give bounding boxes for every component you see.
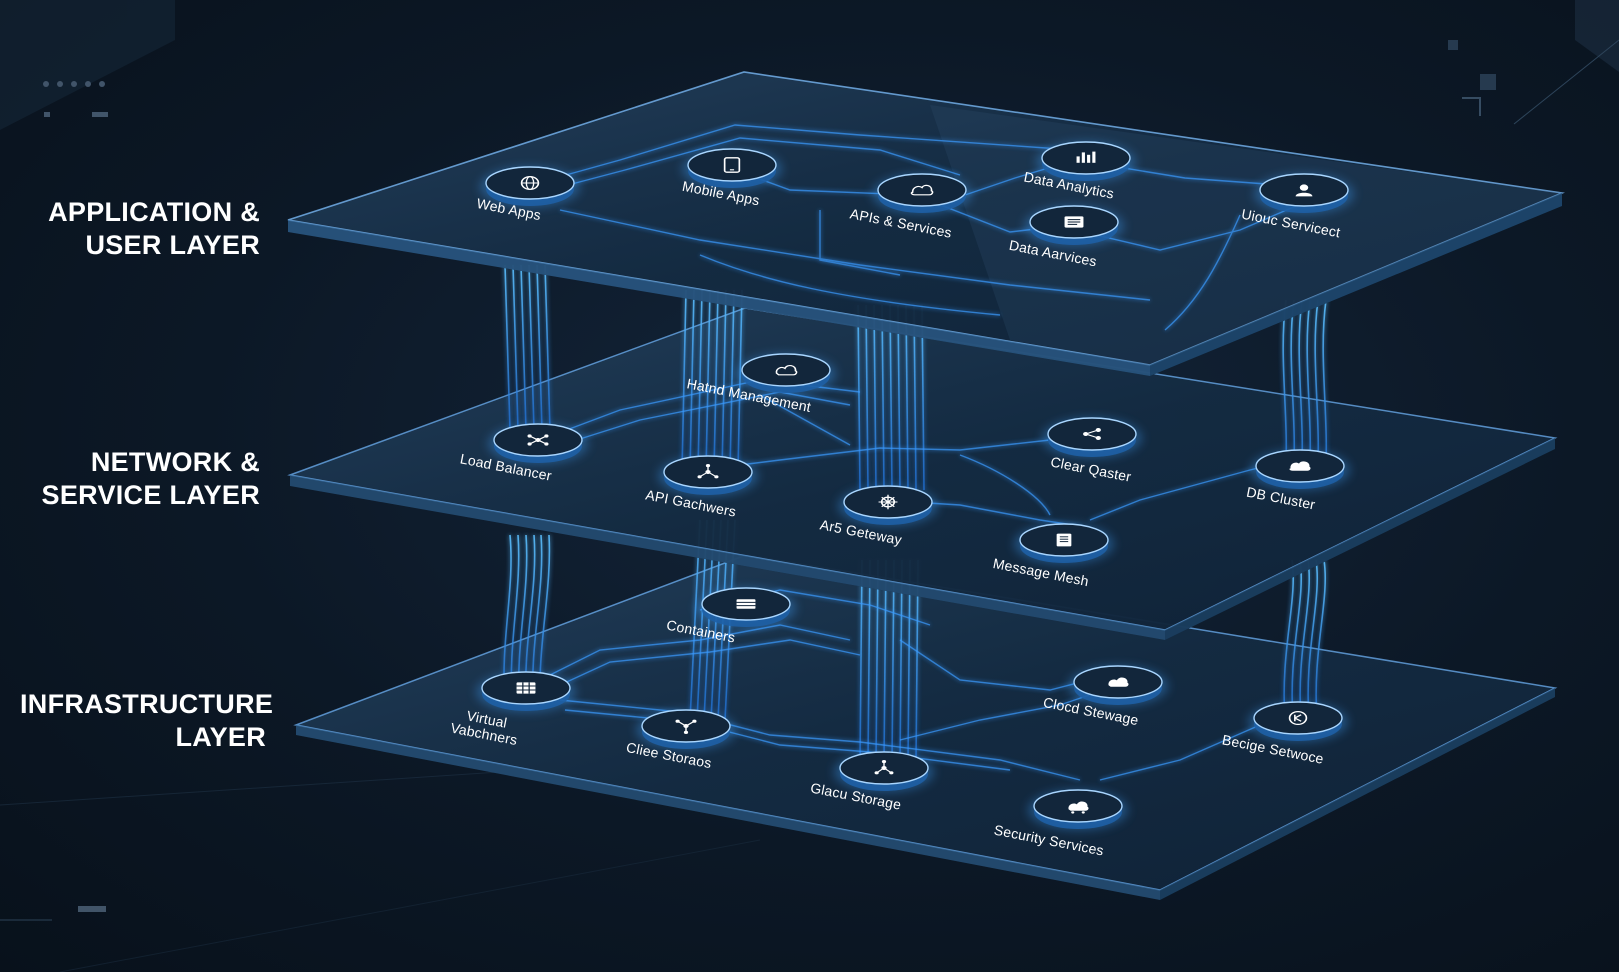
cloud-storage-icon [1108,677,1129,687]
globe-icon [520,175,540,191]
network-icon [697,464,719,479]
layer-title-application: APPLICATION & USER LAYER [48,197,260,260]
api-icon [910,184,934,196]
shield-icon [1288,710,1308,726]
hub-icon [874,760,894,775]
container-icon [736,599,756,609]
bar-chart-icon [1076,151,1096,163]
application-panel [287,71,1565,376]
node-network-7[interactable]: Message Mesh [992,523,1114,589]
document-icon [1064,216,1084,228]
gateway-icon [878,494,898,510]
network-panel [287,307,1558,640]
database-icon [1289,461,1311,471]
server-rack-icon [516,682,536,694]
node-application-3[interactable]: APIs & Services [849,173,972,241]
node-top [877,173,967,207]
node-network-2[interactable]: Load Balancer [459,423,588,484]
node-top [1047,417,1137,451]
user-icon [1295,184,1313,197]
node-network-5[interactable]: DB Cluster [1245,449,1350,513]
node-infrastructure-3[interactable]: Cliee Storaos [625,709,736,771]
layer-title-network: NETWORK & SERVICE LAYER [41,447,260,510]
node-top [1253,701,1343,735]
message-icon [1056,533,1072,547]
node-application-1[interactable]: Web Apps [475,166,580,223]
storage-icon [675,719,697,734]
node-network-4[interactable]: Clear Qaster [1042,417,1142,485]
cloud-icon [775,364,798,376]
node-top [1041,141,1131,175]
security-cloud-icon [1068,801,1089,814]
cluster-icon [1083,428,1101,440]
node-infrastructure-1[interactable]: Containers [665,587,796,646]
node-top [741,353,831,387]
smartphone-icon [723,157,741,173]
node-top [687,148,777,182]
balancer-icon [527,434,549,446]
node-application-4[interactable]: Data Analytics [1023,141,1136,202]
layer-title-infrastructure: INFRASTRUCTURE LAYER [20,689,274,752]
infrastructure-panel [293,554,1558,900]
